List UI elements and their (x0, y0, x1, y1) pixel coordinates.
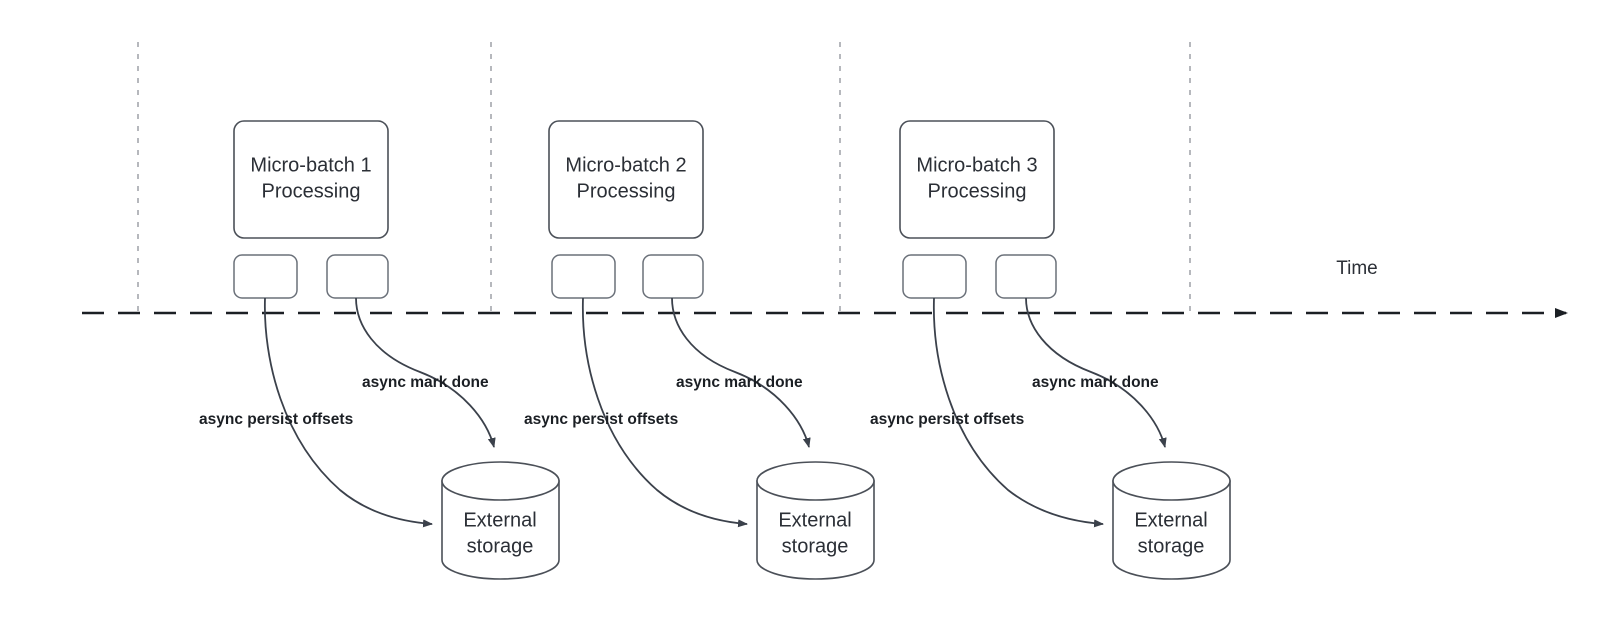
micro-batch-label-1-line1: Micro-batch 1 (250, 154, 371, 176)
external-storage-label-3-line1: External (1134, 509, 1207, 531)
external-storage-label-3-line2: storage (1138, 535, 1205, 557)
task-box-2-right[interactable] (642, 254, 704, 299)
micro-batch-box-3[interactable] (899, 120, 1055, 239)
cylinder-top-3 (1112, 461, 1231, 501)
async-persist-offsets-label-2: async persist offsets (524, 411, 678, 428)
async-mark-done-arrow-2 (671, 297, 811, 448)
external-storage-cylinder-1[interactable]: External storage (441, 461, 560, 580)
task-box-1-left[interactable] (233, 254, 298, 299)
cylinder-body-1 (441, 480, 560, 580)
micro-batch-label-3-line2: Processing (928, 180, 1027, 202)
cylinder-body-2 (756, 480, 875, 580)
external-storage-label-1-line2: storage (467, 535, 534, 557)
group-2: Micro-batch 2 Processing External storag… (524, 120, 875, 580)
task-box-3-right[interactable] (995, 254, 1057, 299)
async-mark-done-label-2: async mark done (676, 374, 803, 391)
micro-batch-label-1-line2: Processing (262, 180, 361, 202)
external-storage-cylinder-2[interactable]: External storage (756, 461, 875, 580)
task-box-2-left[interactable] (551, 254, 616, 299)
external-storage-cylinder-3[interactable]: External storage (1112, 461, 1231, 580)
task-box-1-right[interactable] (326, 254, 389, 299)
micro-batch-box-1[interactable] (233, 120, 389, 239)
cylinder-body-3 (1112, 480, 1231, 580)
micro-batch-label-2-line2: Processing (577, 180, 676, 202)
async-persist-offsets-label-3: async persist offsets (870, 411, 1024, 428)
task-box-3-left[interactable] (902, 254, 967, 299)
cylinder-top-2 (756, 461, 875, 501)
group-1: Micro-batch 1 Processing External storag… (199, 120, 560, 580)
external-storage-label-2-line2: storage (782, 535, 849, 557)
divider-group (137, 42, 1191, 312)
group-3: Micro-batch 3 Processing External storag… (870, 120, 1231, 580)
async-mark-done-label-1: async mark done (362, 374, 489, 391)
async-persist-offsets-label-1: async persist offsets (199, 411, 353, 428)
micro-batch-label-2-line1: Micro-batch 2 (565, 154, 686, 176)
async-persist-offsets-arrow-2 (581, 297, 748, 528)
timeline-label: Time (1336, 258, 1378, 279)
external-storage-label-1-line1: External (463, 509, 536, 531)
cylinder-top-1 (441, 461, 560, 501)
micro-batch-box-2[interactable] (548, 120, 704, 239)
async-mark-done-arrow-1 (355, 297, 496, 448)
async-persist-offsets-arrow-3 (932, 297, 1104, 528)
timeline-axis: Time (82, 258, 1568, 318)
async-mark-done-label-3: async mark done (1032, 374, 1159, 391)
micro-batch-label-3-line1: Micro-batch 3 (916, 154, 1037, 176)
async-mark-done-arrow-3 (1025, 297, 1167, 448)
external-storage-label-2-line1: External (778, 509, 851, 531)
async-persist-offsets-arrow-1 (263, 297, 433, 528)
